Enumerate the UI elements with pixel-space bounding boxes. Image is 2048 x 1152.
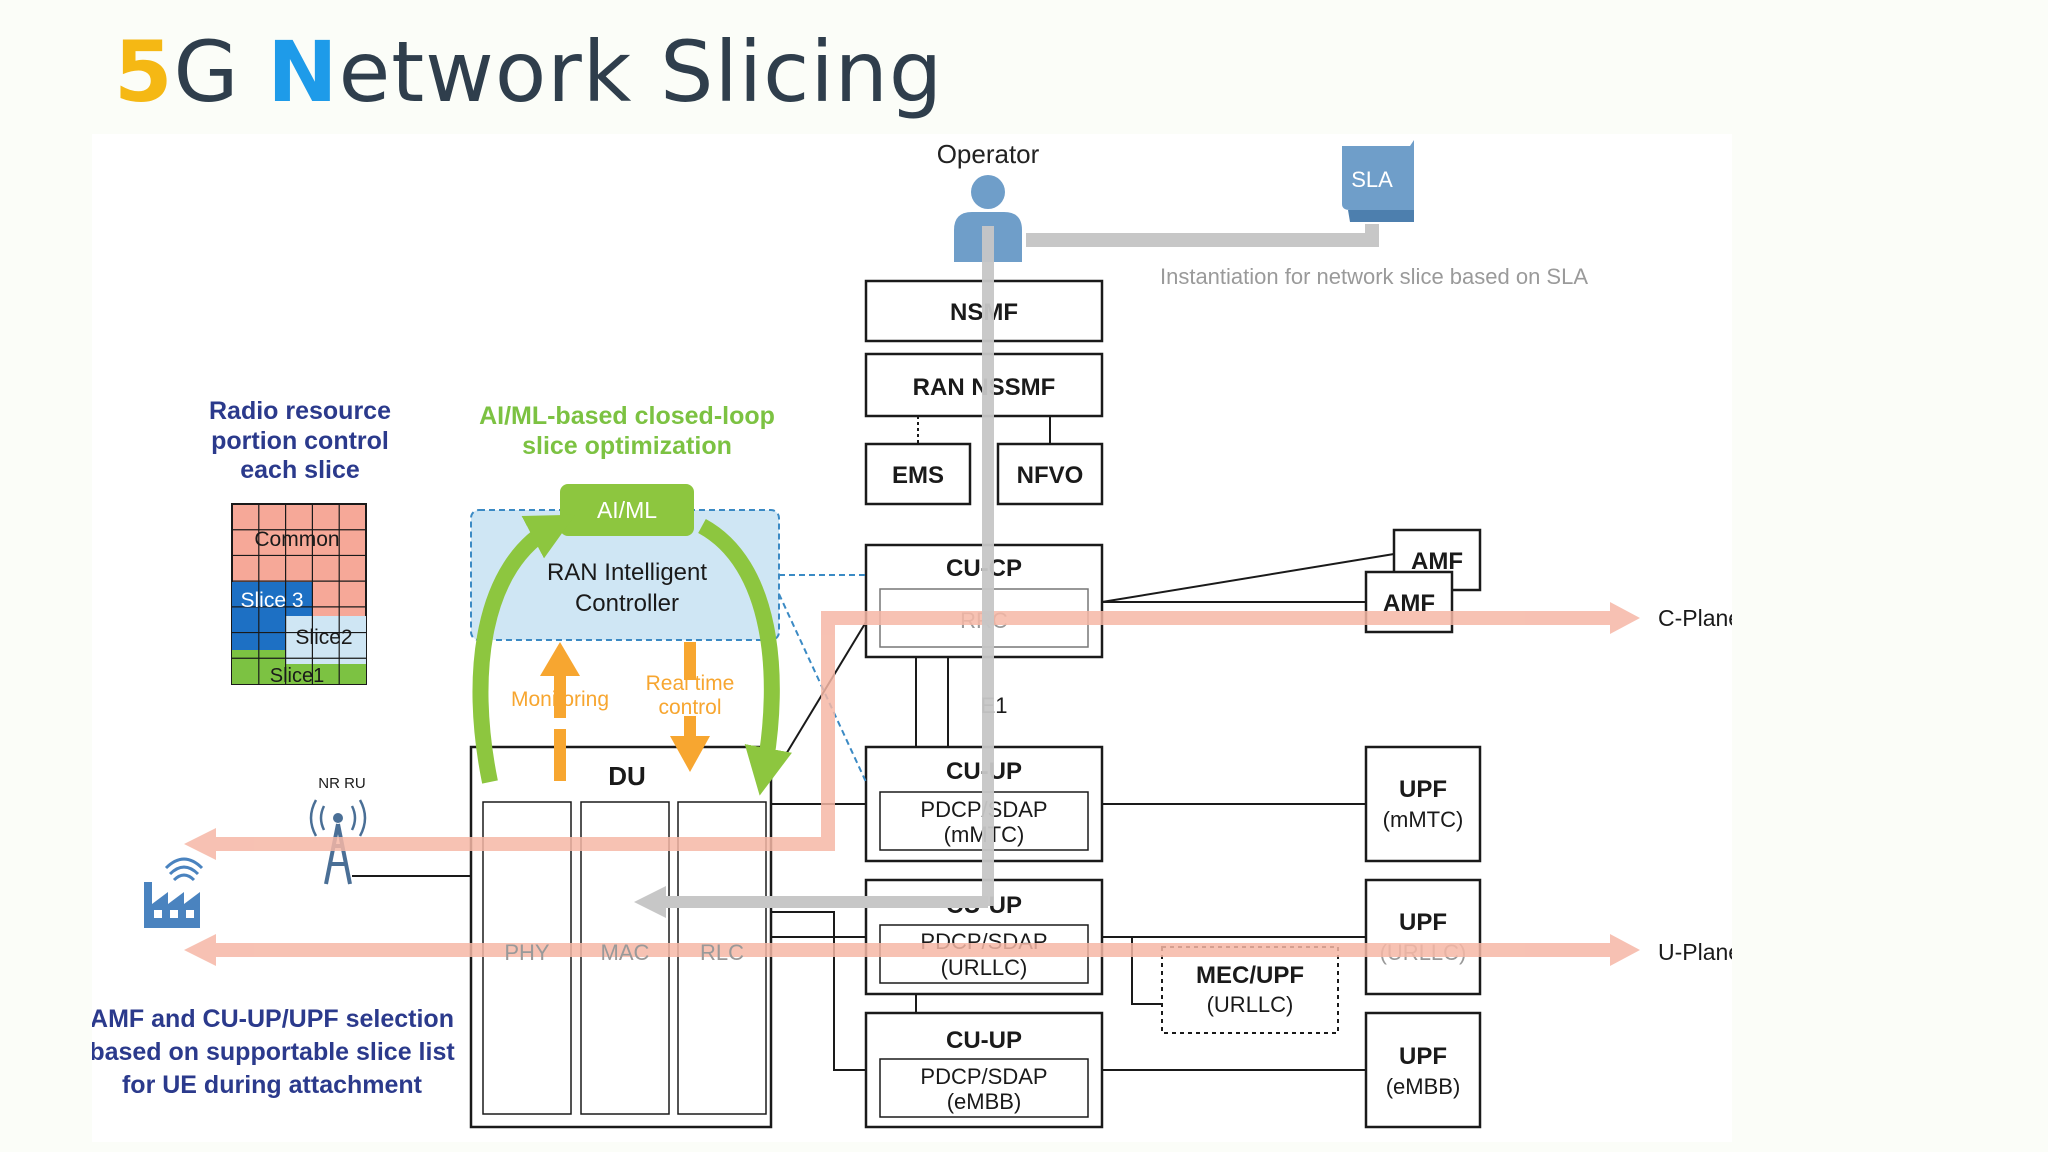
green-loop-arrow-right [697, 518, 792, 796]
du-label: DU [608, 761, 646, 791]
sla-scroll-icon [1342, 140, 1414, 222]
sla-label: SLA [1351, 167, 1393, 192]
upf-embb-slice: (eMBB) [1386, 1074, 1461, 1099]
operator-sla-link [1026, 224, 1379, 247]
u-plane-flow-arrow [184, 934, 1640, 966]
factory-icon [144, 857, 204, 928]
aiml-loop-line1: AI/ML-based closed-loop [479, 402, 775, 430]
c-plane-label: C-Plane [1658, 605, 1732, 631]
rlc-box [677, 801, 767, 1115]
upf-urllc-box [1364, 878, 1482, 996]
grid-slice3-label: Slice 3 [240, 589, 303, 612]
ric-label-line2: Controller [575, 590, 679, 617]
pdcp-embb-slice: (eMBB) [947, 1089, 1022, 1114]
amf-selection-line2: based on supportable slice list [92, 1038, 455, 1066]
title-g: G [173, 23, 268, 121]
aiml-loop-line2: slice optimization [522, 432, 732, 460]
radio-tower-icon [309, 799, 367, 885]
c-plane-flow-arrow [184, 602, 1640, 860]
phy-label: PHY [504, 940, 550, 965]
phy-box [482, 801, 572, 1115]
upf-embb-label: UPF [1399, 1043, 1447, 1070]
nfvo-box [996, 442, 1104, 506]
du-cuup-embb-link [771, 911, 866, 1071]
ric-label-line1: RAN Intelligent [547, 559, 707, 586]
aiml-label: AI/ML [597, 497, 657, 523]
diagram-area: Operator SLA Instantiation for network s… [89, 134, 1741, 1142]
amf-selection-line1: AMF and CU-UP/UPF selection [92, 1005, 454, 1033]
cucp-amf-back-link [1101, 553, 1395, 603]
title-rest: etwork Slicing [338, 23, 944, 121]
title-letter-n: N [267, 23, 339, 121]
amf-back-label: AMF [1411, 548, 1463, 575]
realtime-control-arrow [670, 642, 710, 772]
aiml-box [560, 484, 694, 536]
rlc-label: RLC [700, 940, 744, 965]
instantiation-label: Instantiation for network slice based on… [1160, 264, 1588, 289]
upf-embb-box [1364, 1011, 1482, 1129]
instantiation-flow-arrow [634, 886, 988, 918]
grid-slice2-zone [286, 616, 366, 664]
cu-up-embb-label: CU-UP [946, 1027, 1022, 1054]
resource-grid [231, 503, 367, 685]
slide-title: 5G Network Slicing [114, 22, 943, 123]
mac-box [580, 801, 670, 1115]
pdcp-embb-box [879, 1058, 1089, 1118]
mec-upf-label: MEC/UPF [1196, 962, 1304, 989]
mec-upf-box [1161, 946, 1339, 1034]
mec-upf-slice: (URLLC) [1207, 992, 1294, 1017]
monitoring-arrow [540, 642, 580, 781]
u-plane-label: U-Plane [1658, 939, 1732, 965]
pdcp-urllc-slice: (URLLC) [941, 955, 1028, 980]
title-digit-five: 5 [114, 23, 174, 121]
grid-slice2-label: Slice2 [295, 626, 352, 649]
upf-mmtc-label: UPF [1399, 776, 1447, 803]
grid-slice3-zone [232, 582, 312, 616]
upf-urllc-label: UPF [1399, 909, 1447, 936]
pdcp-embb-label: PDCP/SDAP [920, 1064, 1047, 1089]
green-loop-arrow-left [472, 514, 576, 784]
amf-selection-line3: for UE during attachment [122, 1071, 423, 1099]
monitoring-label: Monitoring [511, 688, 609, 711]
network-slicing-diagram: Operator SLA Instantiation for network s… [89, 139, 1741, 1129]
grid-common-label: Common [254, 528, 339, 551]
radio-resource-line1: Radio resource [209, 397, 391, 425]
radio-resource-line2: portion control [211, 427, 389, 455]
realtime-label-line1: Real time [646, 672, 735, 695]
operator-label: Operator [937, 139, 1040, 169]
upf-mmtc-slice: (mMTC) [1383, 807, 1464, 832]
radio-resource-line3: each slice [240, 456, 360, 484]
nr-ru-label: NR RU [318, 775, 366, 792]
upf-mmtc-box [1364, 745, 1482, 863]
ems-box [864, 442, 972, 506]
mac-label: MAC [601, 940, 650, 965]
grid-slice1-zone [286, 664, 366, 684]
cuup-mec-link [1131, 937, 1162, 1005]
grid-slice1-label: Slice1 [270, 665, 324, 687]
realtime-label-line2: control [658, 696, 721, 719]
ems-label: EMS [892, 462, 944, 489]
nfvo-label: NFVO [1017, 462, 1084, 489]
du-cucp-link [770, 621, 867, 780]
